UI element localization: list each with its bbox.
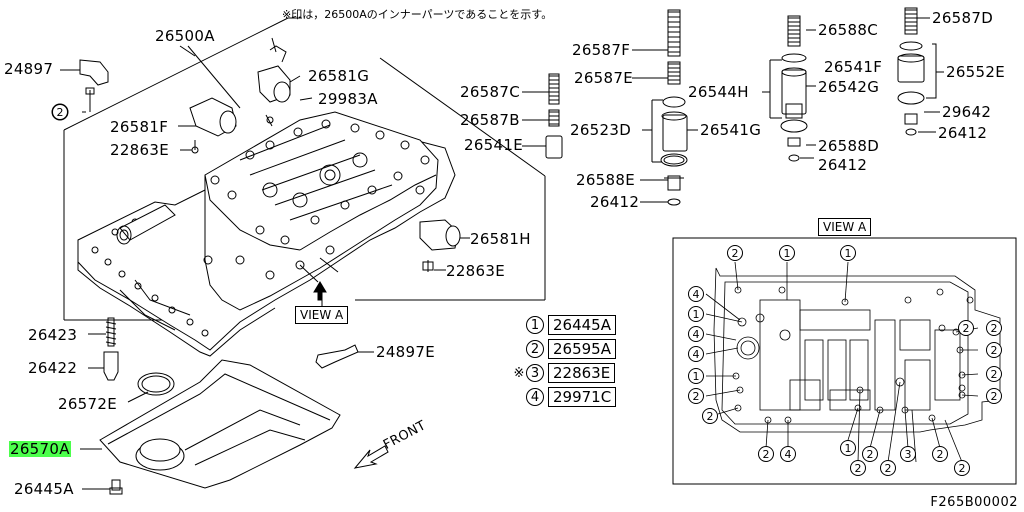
part-label-26412-c: 26412 [938, 124, 988, 142]
view-a-callout: 1 [840, 245, 856, 261]
legend-number: 3 [526, 364, 544, 382]
part-label-29983A: 29983A [318, 90, 378, 108]
solenoid-26581F-illustration [189, 97, 237, 154]
legend-row: ※ 3 22863E [512, 362, 616, 384]
view-a-callout: 2 [702, 408, 718, 424]
view-a-valve-body [705, 261, 1001, 463]
part-label-22863E-b: 22863E [446, 262, 505, 280]
legend-row: 1 26445A [512, 314, 616, 336]
legend-number: 4 [526, 388, 544, 406]
legend-star: ※ [513, 365, 525, 381]
view-a-callout: 2 [986, 366, 1002, 382]
view-a-callout: 1 [840, 440, 856, 456]
part-label-26587E: 26587E [574, 69, 633, 87]
view-a-callout: 4 [688, 346, 704, 362]
part-label-26581G: 26581G [308, 67, 370, 85]
legend-part: 29971C [548, 387, 617, 407]
bolt-26445A-illustration [109, 479, 123, 495]
part-label-26581H: 26581H [470, 230, 531, 248]
view-a-callout: 2 [958, 320, 974, 336]
legend-number: 2 [526, 340, 544, 358]
view-a-callout: 4 [688, 326, 704, 342]
oil-strainer-26570A-illustration [99, 359, 341, 489]
part-label-26587D: 26587D [932, 9, 994, 27]
part-label-26412-b: 26412 [818, 156, 868, 174]
legend-row: 2 26595A [512, 338, 616, 360]
part-label-26500A: 26500A [155, 27, 215, 45]
view-a-callout: 3 [900, 446, 916, 462]
view-a-callout: 2 [758, 446, 774, 462]
valve-body-frame [63, 17, 546, 321]
view-a-callout: 2 [986, 342, 1002, 358]
view-a-callout: 2 [932, 446, 948, 462]
spring-stack-right-2 [897, 7, 944, 136]
legend-row: 4 29971C [512, 386, 617, 408]
view-a-title: VIEW A [818, 218, 872, 236]
control-valve-body-illustration [77, 111, 456, 357]
view-a-panel [672, 237, 1017, 485]
bracket-24897-illustration [79, 59, 109, 112]
view-a-callout: 2 [880, 460, 896, 476]
legend-number: 1 [526, 316, 544, 334]
part-label-26587B: 26587B [460, 111, 520, 129]
part-label-26423: 26423 [28, 326, 78, 344]
callout-valve-body: 2 [52, 104, 68, 120]
part-label-26541E: 26541E [464, 136, 523, 154]
part-label-26542G: 26542G [818, 78, 880, 96]
part-label-26581F: 26581F [110, 118, 169, 136]
part-label-26523D: 26523D [570, 121, 632, 139]
front-arrow [353, 445, 389, 469]
solenoid-26581G-illustration [257, 37, 291, 127]
part-label-22863E-a: 22863E [110, 141, 169, 159]
part-label-24897E: 24897E [376, 343, 435, 361]
part-label-26544H: 26544H [688, 83, 749, 101]
part-label-26412-a: 26412 [590, 193, 640, 211]
view-a-callout: 2 [727, 245, 743, 261]
view-a-arrow [313, 281, 327, 301]
view-a-callout: 2 [862, 446, 878, 462]
part-label-24897: 24897 [4, 60, 54, 78]
view-a-callout: 2 [954, 460, 970, 476]
spring-26423-illustration [105, 317, 117, 347]
view-a-callout: 4 [780, 446, 796, 462]
part-label-26572E: 26572E [58, 395, 117, 413]
part-label-26588D: 26588D [818, 137, 880, 155]
view-a-callout: 4 [688, 286, 704, 302]
legend-part: 22863E [548, 363, 616, 383]
part-label-26588E: 26588E [576, 171, 635, 189]
spring-stack-right-1 [762, 15, 816, 162]
part-label-26587C: 26587C [460, 83, 520, 101]
bracket-24897E-illustration [315, 344, 359, 369]
header-note: ※印は，26500Aのインナーパーツであることを示す。 [282, 8, 553, 21]
spring-stack-middle [522, 9, 698, 206]
figure-code: F265B00002 [930, 495, 1018, 510]
part-label-26587F: 26587F [572, 41, 631, 59]
legend-part: 26445A [548, 315, 616, 335]
view-a-callout: 1 [779, 245, 795, 261]
part-label-26445A: 26445A [14, 480, 74, 498]
view-a-callout: 1 [688, 306, 704, 322]
view-a-arrow-label: VIEW A [295, 306, 349, 324]
view-a-callout: 2 [688, 388, 704, 404]
part-label-26541G: 26541G [700, 121, 762, 139]
part-label-29642: 29642 [942, 103, 992, 121]
view-a-callout: 2 [986, 388, 1002, 404]
view-a-callout: 2 [850, 460, 866, 476]
part-label-26541F: 26541F [824, 58, 883, 76]
detent-26422-illustration [103, 351, 119, 381]
part-label-26570A[interactable]: 26570A [9, 440, 71, 458]
view-a-callout: 2 [986, 320, 1002, 336]
part-label-26588C: 26588C [818, 21, 878, 39]
view-a-callout: 1 [688, 368, 704, 384]
legend-part: 26595A [548, 339, 616, 359]
part-label-26552E: 26552E [946, 63, 1005, 81]
oring-26572E-illustration [137, 372, 175, 396]
solenoid-26581H-illustration [419, 219, 461, 272]
part-label-26422: 26422 [28, 359, 78, 377]
